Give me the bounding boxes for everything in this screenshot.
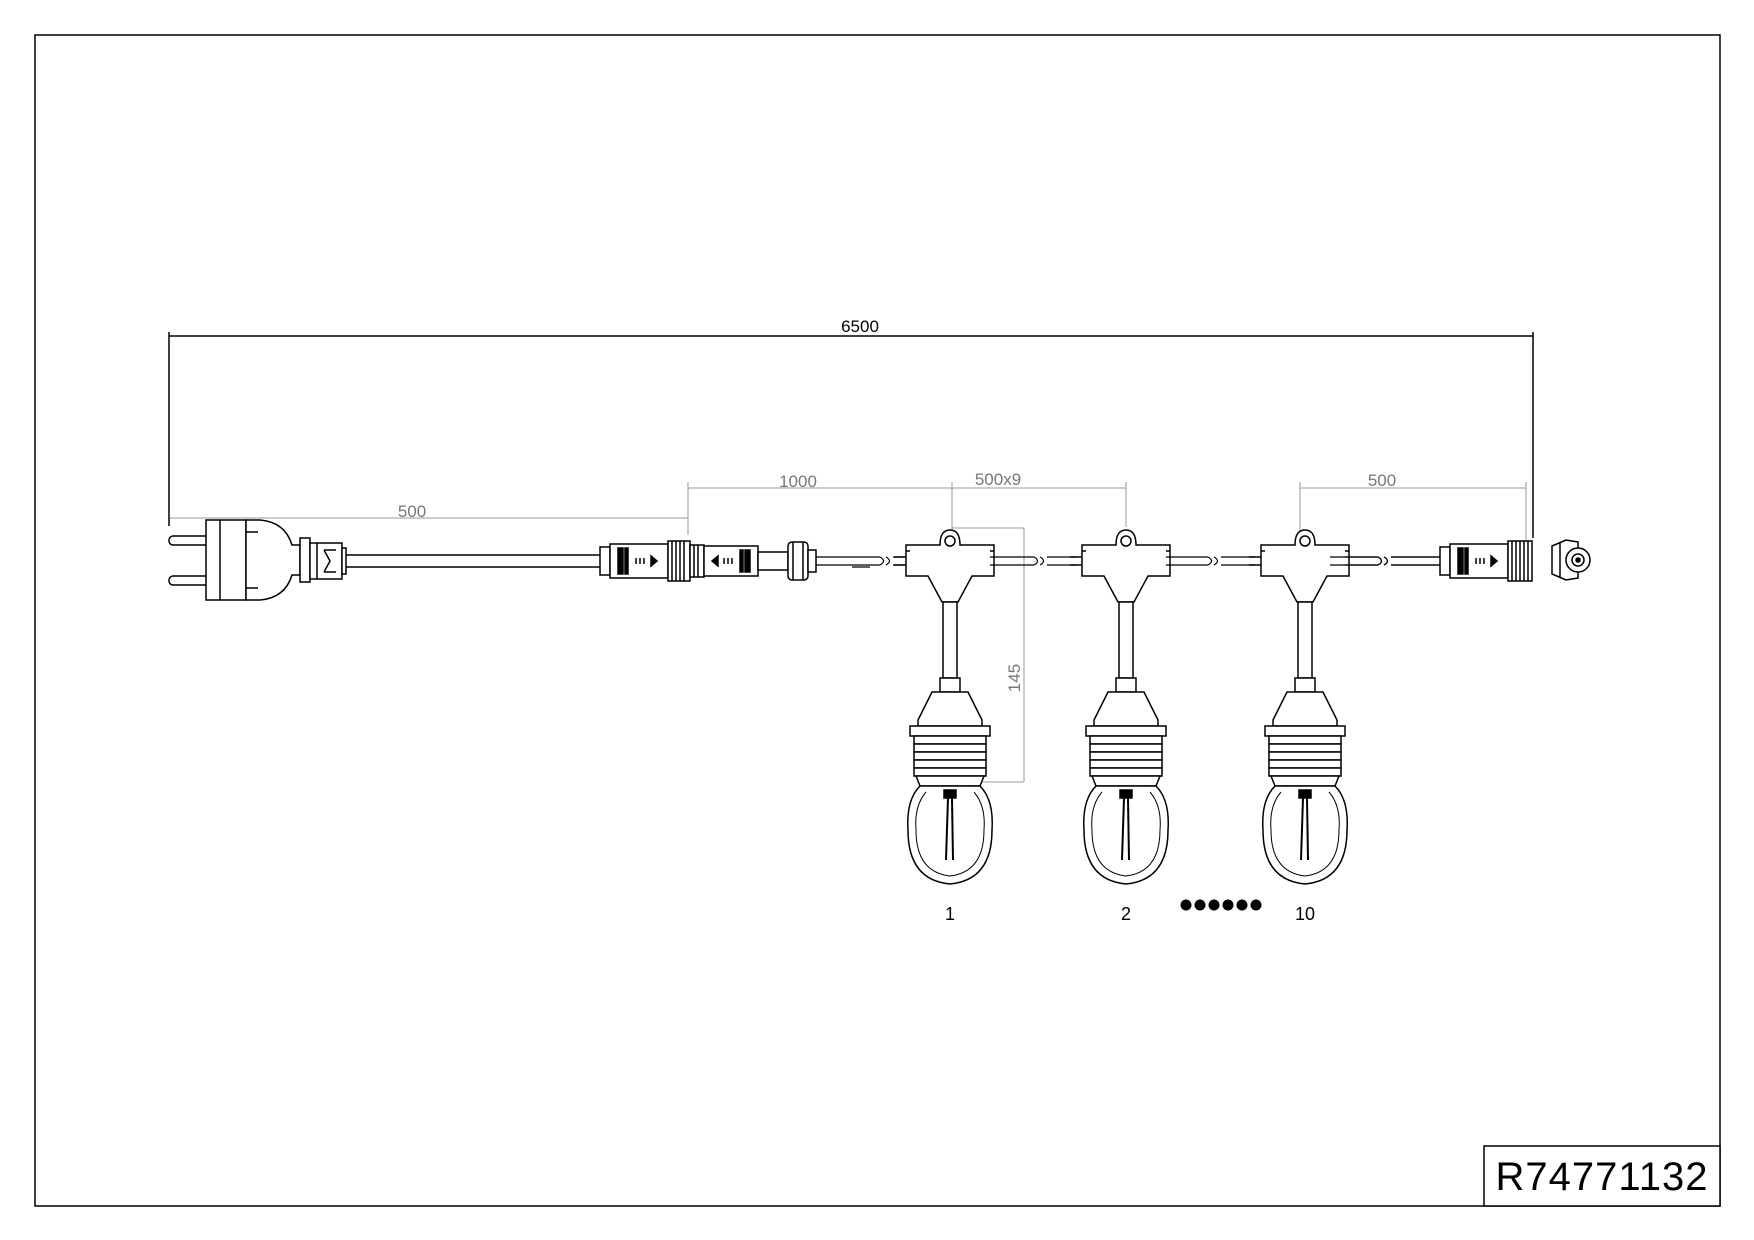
connector-male-end [1439, 540, 1533, 582]
string-cable-segment-3 [1345, 556, 1440, 566]
title-block [1483, 1145, 1721, 1207]
connector-male-1 [599, 540, 691, 582]
bulb-number-1: 1 [945, 904, 955, 924]
dimension-end-cable [1299, 482, 1527, 540]
ellipsis-dot [1194, 899, 1206, 911]
ellipsis-dot [1250, 899, 1262, 911]
dimension-total-length-label: 6500 [841, 317, 879, 336]
bulb-assembly-10 [1249, 529, 1350, 885]
connector-female-2 [689, 541, 817, 581]
end-cap [1551, 539, 1591, 581]
drawing-frame [34, 34, 1721, 1207]
bulb-ellipsis [1180, 899, 1262, 911]
bulbs-layer [894, 529, 1440, 885]
bulb-assembly-1 [894, 529, 995, 885]
ellipsis-dot [1180, 899, 1192, 911]
dimension-plug-cable-label: 500 [398, 502, 426, 521]
bulb-number-10: 10 [1295, 904, 1315, 924]
ellipsis-dot [1208, 899, 1220, 911]
ellipsis-dot [1236, 899, 1248, 911]
dimension-end-cable-label: 500 [1368, 471, 1396, 490]
dimension-lead-cable-label: 1000 [779, 472, 817, 491]
string-cable-segment-2 [1166, 556, 1255, 566]
ellipsis-dot [1222, 899, 1234, 911]
plug [168, 519, 347, 601]
dimension-bulb-spacing-label: 500x9 [975, 470, 1021, 489]
bulb-assembly-2 [1070, 529, 1171, 885]
dimension-lead-cable [687, 482, 1127, 535]
dimension-drop-height [952, 527, 1025, 783]
dimension-total-length [168, 332, 1534, 538]
string-cable-segment-1 [990, 556, 1076, 566]
end-cable [1330, 556, 1440, 566]
supply-cable [346, 554, 600, 568]
dimension-drop-height-label: 145 [1005, 664, 1024, 692]
bulb-number-2: 2 [1121, 904, 1131, 924]
lead-cable [816, 556, 905, 568]
product-code: R74771132 [1496, 1155, 1709, 1199]
